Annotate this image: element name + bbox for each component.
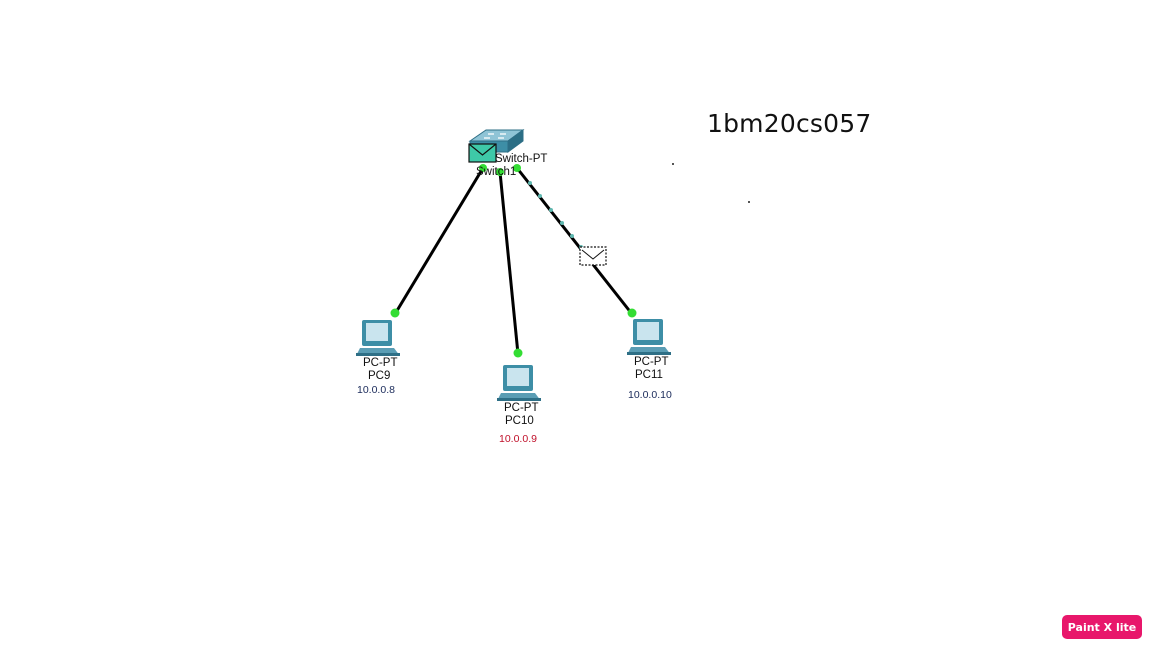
- pc-type-label: PC-PT: [634, 356, 669, 368]
- stray-dot: [748, 201, 750, 203]
- pc-icon[interactable]: [497, 365, 541, 401]
- pc-name-label: PC11: [635, 369, 663, 381]
- page-title: 1bm20cs057: [707, 109, 872, 138]
- link-light: [513, 164, 521, 172]
- switch-name-label: Switch1: [476, 166, 517, 178]
- link-switch-pc9[interactable]: [393, 167, 485, 315]
- envelope-icon[interactable]: [579, 246, 607, 266]
- link-light: [513, 348, 523, 358]
- envelope-icon[interactable]: [468, 143, 497, 163]
- link-light: [627, 308, 637, 318]
- pc-icon[interactable]: [627, 319, 671, 355]
- pc-type-label: PC-PT: [504, 402, 539, 414]
- pc-ip-label: 10.0.0.10: [628, 389, 672, 401]
- pc-name-label: PC10: [505, 415, 534, 427]
- pc-ip-label: 10.0.0.9: [499, 433, 537, 445]
- pc-type-label: PC-PT: [363, 357, 398, 369]
- stray-dot: [672, 163, 674, 165]
- switch-type-label: Switch-PT: [495, 153, 548, 165]
- watermark-badge: Paint X lite: [1062, 615, 1142, 639]
- link-light: [479, 164, 487, 172]
- pc-icon[interactable]: [356, 320, 400, 356]
- pc-ip-label: 10.0.0.8: [357, 384, 395, 396]
- link-light: [390, 308, 400, 318]
- link-switch-pc10[interactable]: [498, 171, 520, 355]
- link-switch-pc11[interactable]: [515, 167, 634, 315]
- pc-name-label: PC9: [368, 370, 391, 382]
- link-light: [496, 168, 504, 176]
